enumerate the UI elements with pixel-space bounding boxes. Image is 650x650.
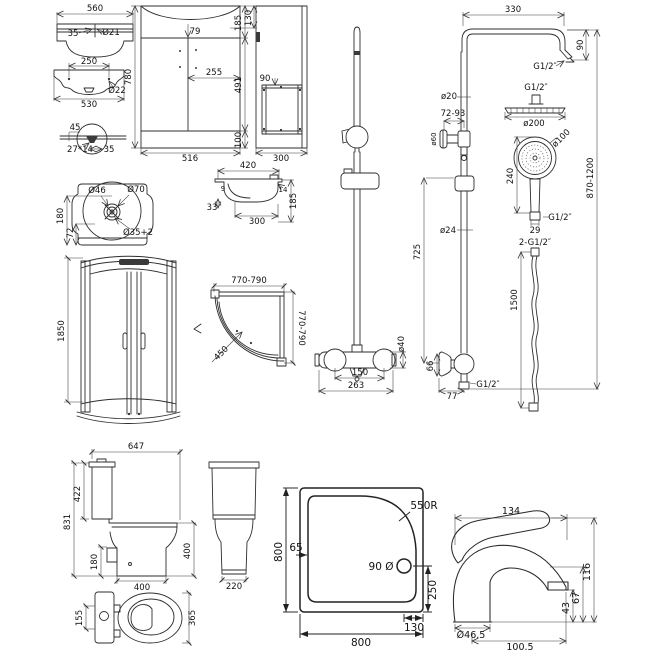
dim-bowl-width: 300 <box>249 217 265 227</box>
dim-traylg-width: 800 <box>351 637 371 649</box>
dim-tap-offset: 35 <box>68 29 79 39</box>
dim-enclosure-height: 1850 <box>57 320 67 342</box>
dim-vanity-height: 780 <box>124 69 134 85</box>
dim-outlet-spacing: 150 <box>352 368 368 378</box>
dim-bowl-height: 400 <box>183 543 193 559</box>
dim-tap-length: 134 <box>502 506 520 517</box>
shower-enclosure-front: 1850 <box>57 255 202 424</box>
dim-rail-flange: ø40 <box>397 336 407 352</box>
dim-hose-len: 1500 <box>510 289 520 311</box>
basin-mixer-tap: 134 Ø46.5 100.5 116 67 43 <box>451 506 598 650</box>
dim-shelf-gap: 90 <box>260 74 271 84</box>
dim-traylg-drain-y: 250 <box>427 580 439 600</box>
dim-traylg-drain-x: 130 <box>404 622 424 634</box>
dim-overflow-width: 35 <box>104 145 115 155</box>
dim-handset-thread: G1/2″ <box>548 213 571 223</box>
basin-underside-view: 250 Ø22 530 <box>53 57 126 110</box>
dim-waste-inner: Ø46 <box>88 185 106 196</box>
dim-top-inner: 130 <box>244 10 254 26</box>
dim-plan-depth-b: 72 <box>66 228 76 239</box>
dim-toiletfront-width: 220 <box>226 582 242 592</box>
dim-waste-outer: Ø70 <box>127 184 145 195</box>
dim-arm-length: 330 <box>505 5 521 15</box>
basin-front-view: 560 35 Ø21 <box>56 4 134 58</box>
dim-rail-dia: ø24 <box>440 226 456 236</box>
dim-head-dia: ø200 <box>523 119 544 129</box>
dim-door-width: 255 <box>206 68 222 78</box>
dim-basin-drop: 79 <box>190 27 201 37</box>
dim-pipe-dia: ø20 <box>441 92 457 102</box>
dim-traylg-drain: 90 Ø <box>369 561 394 573</box>
vanity-side-view: 90 300 <box>255 5 308 164</box>
dim-top-section: 185 <box>234 15 244 31</box>
dim-tray-width: 770-790 <box>231 276 267 286</box>
dim-traylg-rim: 65 <box>289 542 302 554</box>
dim-hose-threads: 2-G1/2″ <box>519 238 551 248</box>
dim-valve-flange: 66 <box>426 361 436 372</box>
shower-tray-plan: 800 65 550R 90 Ø 250 130 800 <box>273 487 439 649</box>
vanity-front-view: 79 185 130 255 491 100 516 780 <box>124 5 258 164</box>
dim-bracket-dia: ø60 <box>430 132 438 145</box>
quadrant-tray-plan: 770-790 770-790 450 <box>210 276 306 367</box>
basin-side-view: 420 185 14 9 33 300 <box>207 161 299 227</box>
dim-base: 400 <box>134 583 150 593</box>
dim-basinside-width: 420 <box>240 161 256 171</box>
dim-overflow-depth: 45 <box>70 123 81 133</box>
dim-tap-reach: 100.5 <box>506 642 533 650</box>
dim-cistern-depth: 155 <box>75 610 85 626</box>
dim-seat-length: 365 <box>188 610 198 626</box>
dim-rail-len: 725 <box>413 244 423 260</box>
basin-plan-view: 180 72 Ø46 Ø70 Ø35+2 <box>56 181 154 246</box>
dim-traylg-radius: 550R <box>410 500 437 512</box>
dim-arm-thread: G1/2″ <box>533 62 556 72</box>
dim-spout-top: 67 <box>571 592 582 604</box>
shower-slide-rail: ø40 150 263 <box>314 26 407 395</box>
dim-front-drop: 33 <box>207 203 218 213</box>
dim-height-range: 870-1200 <box>586 158 596 199</box>
dim-underside-width: 530 <box>81 100 97 110</box>
thermostatic-shower-column: 330 90 G1/2″ G1/2″ ø200 ø20 72-93 ø60 72… <box>413 5 601 412</box>
dim-arm-drop: 90 <box>576 40 586 51</box>
dim-vanity-depth: 300 <box>273 154 289 164</box>
dim-basinside-height: 185 <box>289 193 299 209</box>
dim-bolt-spacing: 250 <box>81 57 97 67</box>
dim-waste-hole: Ø35+2 <box>123 227 153 238</box>
dim-spout-clearance: 43 <box>561 602 572 614</box>
dim-valve-offset: 77 <box>447 392 458 402</box>
dim-handset-conn: 29 <box>530 226 541 236</box>
dim-bolt-hole: Ø22 <box>108 85 126 96</box>
dim-outlet: 180 <box>90 554 100 570</box>
dim-basin-width: 560 <box>87 4 103 14</box>
dim-toilet-width: 647 <box>128 442 144 452</box>
dim-tap-height: 116 <box>582 563 593 581</box>
toilet-side-view: 647 831 422 180 400 400 <box>63 442 197 593</box>
dim-cistern: 422 <box>73 486 83 502</box>
dim-valve-thread: G1/2″ <box>476 380 499 390</box>
dim-upstand: 14 <box>279 186 288 194</box>
dim-wall-gap: 72-93 <box>441 109 466 119</box>
dim-toilet-height: 831 <box>63 514 73 530</box>
dim-valve-width: 263 <box>348 381 364 391</box>
dim-head-thread: G1/2″ <box>524 83 547 93</box>
dim-tap-hole: Ø21 <box>102 27 120 38</box>
toilet-plan-view: 155 365 <box>75 590 198 646</box>
dim-door-height: 491 <box>234 77 244 93</box>
dim-vanity-width: 516 <box>182 154 198 164</box>
dim-overflow-slot: 27*14 <box>67 145 93 155</box>
toilet-front-view: 220 <box>208 461 260 592</box>
dim-tray-depth: 770-790 <box>296 310 306 346</box>
overflow-detail: 45 27*14 35 <box>59 123 127 155</box>
dim-tap-base: Ø46.5 <box>457 630 486 641</box>
dim-plinth: 100 <box>234 132 244 148</box>
dim-handset-len: 240 <box>506 168 516 184</box>
dim-tray-radius: 450 <box>212 344 231 363</box>
dim-lip: 9 <box>221 185 225 193</box>
dim-plan-depth-a: 180 <box>56 208 66 224</box>
dim-handset-dia: ø100 <box>550 127 572 149</box>
dim-traylg-depth: 800 <box>273 542 285 562</box>
